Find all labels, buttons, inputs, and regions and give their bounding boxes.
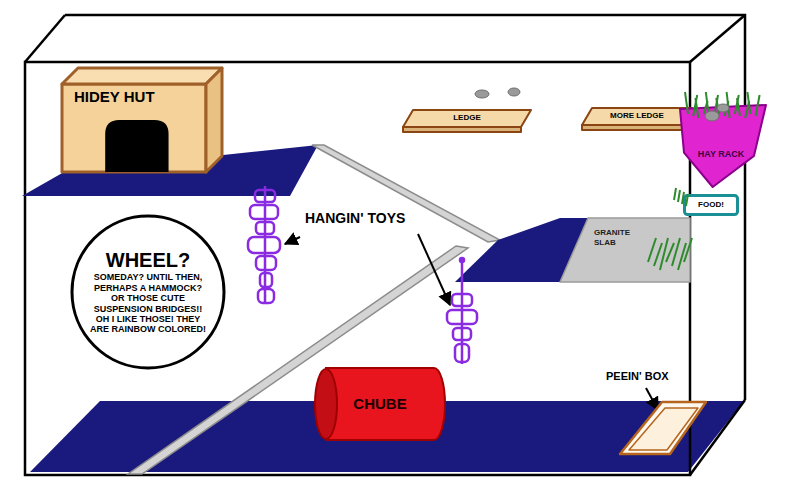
hanging-toy <box>447 258 477 364</box>
hay-rack-shape <box>680 105 766 187</box>
node-label: CHUBE <box>353 395 406 412</box>
hidey-hut: HIDEY HUT <box>62 68 222 172</box>
hanging-toy <box>250 205 278 219</box>
rock <box>475 90 489 98</box>
hay-strands <box>684 238 692 262</box>
chube-tunnel: CHUBE <box>315 368 445 440</box>
rock <box>705 111 719 121</box>
tray-inner <box>629 408 698 450</box>
hut-roof <box>62 68 222 84</box>
hanging-toy <box>258 289 274 303</box>
hay-strands <box>682 192 684 204</box>
wheel-circle <box>72 216 224 368</box>
leader-arrow <box>418 234 450 305</box>
hay-strands <box>654 243 662 266</box>
hay-strands <box>747 92 750 114</box>
hanging-toy <box>264 186 267 302</box>
slab-shape <box>560 218 690 282</box>
ledge: LEDGE <box>403 110 531 132</box>
hanging-toy <box>256 222 274 234</box>
node-label: LEDGE <box>453 113 481 122</box>
hay-strands <box>648 238 656 262</box>
rock <box>475 88 520 98</box>
hanging-toy <box>453 328 471 340</box>
hanging-toy <box>260 273 272 287</box>
ledge: MORE LEDGE <box>582 108 692 130</box>
middle-shelf <box>455 218 690 282</box>
hut-side <box>206 68 222 172</box>
node-label: PEEIN' BOX <box>606 370 669 383</box>
upper-ramp <box>312 145 500 242</box>
leader-arrow <box>285 237 300 244</box>
hay-strands <box>686 194 688 206</box>
node-outline <box>680 105 766 187</box>
hanging-toy <box>256 256 276 270</box>
toys-label: HANGIN' TOYS <box>305 210 405 226</box>
food-box: FOOD! <box>683 194 739 216</box>
hay-strands <box>737 98 740 116</box>
ledge-top <box>403 110 531 127</box>
rock <box>717 104 729 112</box>
hanging-toy <box>452 294 472 306</box>
rock <box>508 88 520 96</box>
hanging-toy <box>460 258 464 262</box>
hay-strands <box>666 243 674 262</box>
hay-strands <box>674 188 676 200</box>
hay-strands <box>660 238 668 270</box>
upper-ramp <box>312 145 500 242</box>
hay-strands <box>672 238 680 266</box>
ledge-top <box>582 108 692 125</box>
wheel-note-circle: WHEEL?SOMEDAY? UNTIL THEN, PERHAPS A HAM… <box>70 214 226 370</box>
hay-strands <box>695 98 698 118</box>
hut-door <box>105 120 168 172</box>
tube-opening <box>315 369 337 439</box>
hay-strands <box>648 92 760 270</box>
hanging-toy <box>447 310 477 324</box>
hay-strands <box>678 190 680 202</box>
node-label: MORE LEDGE <box>610 111 664 120</box>
leader-arrow <box>646 388 658 410</box>
middle-shelf <box>455 218 690 282</box>
hut-front <box>62 84 206 172</box>
hay-strands <box>685 92 688 114</box>
hay-rack: HAY RACK <box>680 105 766 187</box>
node-label: HAY RACK <box>698 149 745 159</box>
hanging-toy <box>255 190 275 202</box>
node-outline <box>62 68 222 172</box>
tube-body <box>326 368 445 440</box>
node-label: WHEEL? <box>106 249 190 272</box>
food-dish <box>685 196 738 215</box>
hay-strands <box>756 95 760 116</box>
rock <box>705 104 729 121</box>
node-body-text: SOMEDAY? UNTIL THEN, PERHAPS A HAMMOCK? … <box>89 272 207 334</box>
hanging-toy <box>248 237 280 253</box>
cage-frame <box>25 15 745 475</box>
pee-box: PEEIN' BOX <box>600 366 710 458</box>
node-label: HIDEY HUT <box>74 88 155 105</box>
cage-frame <box>25 15 65 62</box>
hanging-toy <box>248 186 280 303</box>
leader-arrow <box>285 234 450 305</box>
tray-outer <box>620 402 706 454</box>
cage-frame <box>690 15 745 62</box>
hanging-toy <box>455 344 469 362</box>
node-label: FOOD! <box>698 200 724 209</box>
node-label: GRANITE SLAB <box>594 228 638 247</box>
